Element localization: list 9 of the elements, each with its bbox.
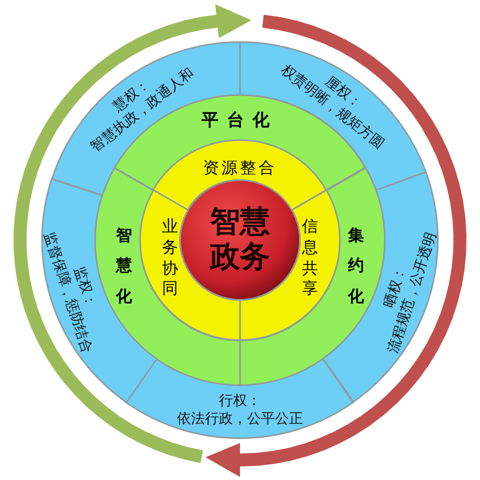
segment-text: 依法行政，公平公正 xyxy=(176,410,303,428)
ring-label: 业务协同 xyxy=(162,216,178,300)
ring-label: 智慧化 xyxy=(116,224,132,308)
ring-label: 集约化 xyxy=(348,224,364,308)
ring-label: 信息共享 xyxy=(302,216,318,300)
ring-label: 平台化 xyxy=(202,110,278,132)
center-title: 智慧政务 xyxy=(210,206,270,274)
segment-heading: 行权： xyxy=(218,392,262,410)
ring-label: 资源整合 xyxy=(203,158,277,178)
